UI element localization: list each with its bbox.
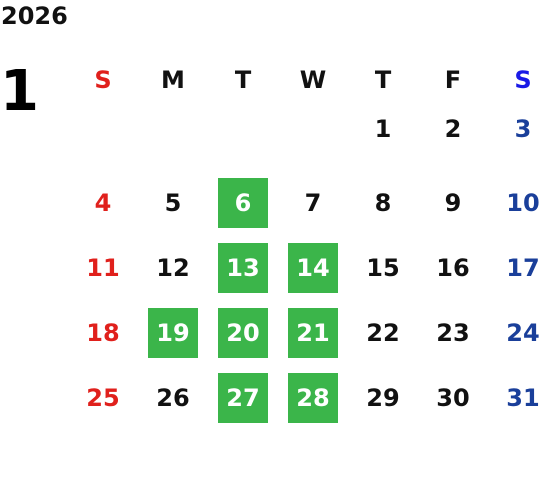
day-number: 28 (288, 373, 338, 423)
day-number: 30 (436, 384, 470, 412)
calendar-empty-cell (138, 104, 208, 169)
calendar-day[interactable]: 10 (488, 169, 548, 234)
calendar-day[interactable]: 21 (278, 299, 348, 364)
day-number: 5 (164, 189, 182, 217)
calendar-day[interactable]: 25 (68, 364, 138, 429)
day-number: 2 (444, 115, 462, 143)
day-number: 10 (506, 189, 540, 217)
calendar-day[interactable]: 18 (68, 299, 138, 364)
calendar-day[interactable]: 26 (138, 364, 208, 429)
calendar-day[interactable]: 6 (208, 169, 278, 234)
calendar-day[interactable]: 27 (208, 364, 278, 429)
day-number: 16 (436, 254, 470, 282)
day-number: 25 (86, 384, 120, 412)
weekday-header-monday: M (161, 66, 185, 94)
day-number: 12 (156, 254, 190, 282)
day-number: 29 (366, 384, 400, 412)
day-number: 27 (218, 373, 268, 423)
day-number: 3 (514, 115, 532, 143)
weekday-header-saturday: S (514, 66, 532, 94)
calendar-day[interactable]: 9 (418, 169, 488, 234)
day-number: 13 (218, 243, 268, 293)
calendar-empty-cell (208, 104, 278, 169)
day-number: 20 (218, 308, 268, 358)
day-number: 6 (218, 178, 268, 228)
calendar-day[interactable]: 12 (138, 234, 208, 299)
day-number: 11 (86, 254, 120, 282)
calendar-empty-cell (278, 104, 348, 169)
day-number: 17 (506, 254, 540, 282)
calendar-day[interactable]: 31 (488, 364, 548, 429)
day-number: 24 (506, 319, 540, 347)
calendar-day[interactable]: 30 (418, 364, 488, 429)
calendar-day[interactable]: 5 (138, 169, 208, 234)
day-number: 1 (374, 115, 392, 143)
calendar-day[interactable]: 7 (278, 169, 348, 234)
calendar-day[interactable]: 15 (348, 234, 418, 299)
day-number: 9 (444, 189, 462, 217)
day-number: 31 (506, 384, 540, 412)
calendar-day[interactable]: 3 (488, 104, 548, 169)
weekday-header-tuesday: T (234, 66, 252, 94)
month-label: 1 (0, 59, 39, 124)
calendar-day[interactable]: 4 (68, 169, 138, 234)
calendar-day[interactable]: 20 (208, 299, 278, 364)
calendar-day[interactable]: 17 (488, 234, 548, 299)
calendar-day[interactable]: 28 (278, 364, 348, 429)
day-number: 18 (86, 319, 120, 347)
weekday-header-sunday: S (94, 66, 112, 94)
calendar-day[interactable]: 23 (418, 299, 488, 364)
calendar-day[interactable]: 1 (348, 104, 418, 169)
day-number: 14 (288, 243, 338, 293)
day-number: 7 (304, 189, 322, 217)
weekday-header-wednesday: W (299, 66, 327, 94)
day-number: 19 (148, 308, 198, 358)
calendar-day[interactable]: 16 (418, 234, 488, 299)
day-number: 15 (366, 254, 400, 282)
calendar-day[interactable]: 8 (348, 169, 418, 234)
day-number: 22 (366, 319, 400, 347)
calendar-empty-cell (68, 104, 138, 169)
year-label: 2026 (1, 2, 68, 30)
calendar-day[interactable]: 19 (138, 299, 208, 364)
calendar-day[interactable]: 29 (348, 364, 418, 429)
calendar-day[interactable]: 2 (418, 104, 488, 169)
day-number: 26 (156, 384, 190, 412)
calendar-day[interactable]: 13 (208, 234, 278, 299)
day-number: 8 (374, 189, 392, 217)
weekday-header-friday: F (444, 66, 462, 94)
day-number: 21 (288, 308, 338, 358)
calendar-day[interactable]: 24 (488, 299, 548, 364)
calendar-day[interactable]: 14 (278, 234, 348, 299)
weekday-header-thursday: T (374, 66, 392, 94)
calendar-day[interactable]: 22 (348, 299, 418, 364)
day-number: 23 (436, 319, 470, 347)
day-number: 4 (94, 189, 112, 217)
calendar-day[interactable]: 11 (68, 234, 138, 299)
